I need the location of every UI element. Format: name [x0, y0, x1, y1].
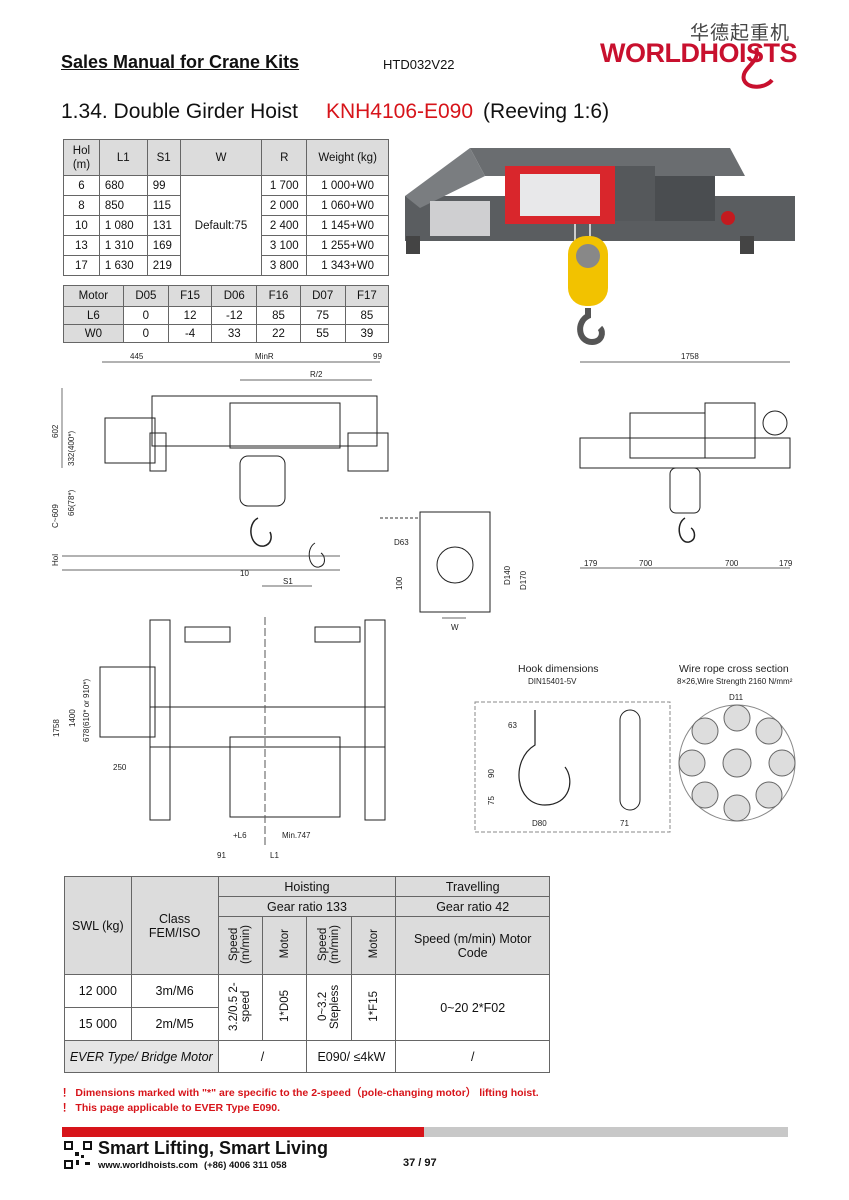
col-r: R — [261, 139, 308, 176]
model-code: KNH4106-E090 — [325, 100, 474, 123]
note-dimensions: ！ Dimensions marked with "*" are specifi… — [62, 1087, 539, 1099]
svg-text:Min.747: Min.747 — [282, 831, 311, 840]
col-weight: Weight (kg) — [306, 139, 389, 176]
svg-text:C~609: C~609 — [51, 504, 60, 528]
plan-view-drawing: 1758 1400 678(610* or 910*) 250 +L6 Min.… — [52, 617, 386, 860]
end-elevation-drawing: 1758 179 700 700 179 — [579, 352, 793, 569]
svg-text:1400: 1400 — [68, 709, 77, 727]
svg-text:D11: D11 — [729, 693, 744, 702]
svg-text:DIN15401-5V: DIN15401-5V — [528, 677, 577, 686]
svg-text:250: 250 — [113, 763, 127, 772]
svg-text:10: 10 — [240, 569, 249, 578]
w-default: Default:75 — [179, 175, 263, 276]
table-row: 15 000 2m/M5 — [64, 1007, 550, 1041]
svg-text:700: 700 — [639, 559, 653, 568]
svg-text:S1: S1 — [283, 577, 293, 586]
performance-table: SWL (kg) Class FEM/ISO Hoisting Travelli… — [64, 876, 550, 1073]
svg-text:332(400*): 332(400*) — [67, 431, 76, 466]
svg-text:678(610* or 910*): 678(610* or 910*) — [82, 679, 91, 742]
section-number-title: 1.34. Double Girder Hoist — [61, 100, 298, 123]
svg-text:90: 90 — [487, 769, 496, 778]
svg-text:MinR: MinR — [255, 352, 274, 361]
svg-text:179: 179 — [584, 559, 598, 568]
col-s1: S1 — [146, 139, 181, 176]
svg-text:100: 100 — [395, 576, 404, 590]
svg-text:1758: 1758 — [681, 352, 699, 361]
table-row: 17 1 630 219 3 800 1 343+W0 — [63, 255, 389, 276]
col-w: W — [179, 139, 263, 176]
page-number: 37 / 97 — [403, 1157, 437, 1169]
table-row: W0 0 -4 33 22 55 39 — [63, 324, 390, 343]
wheel-detail-drawing: D63 100 D140 D170 W — [380, 511, 528, 632]
svg-text:75: 75 — [487, 796, 496, 805]
footer-bar — [62, 1127, 788, 1137]
section-title: 1.34. Double Girder Hoist KNH4106-E090 (Re… — [61, 100, 609, 124]
footer-website[interactable]: www.worldhoists.com — [98, 1160, 198, 1171]
hoist-product-image — [405, 148, 795, 346]
logo-chinese-text: 华德起重机 — [690, 22, 791, 44]
qr-code-icon — [63, 1140, 93, 1170]
svg-text:Wire rope cross section: Wire rope cross section — [679, 663, 789, 675]
svg-text:D80: D80 — [532, 819, 547, 828]
svg-text:L1: L1 — [270, 851, 279, 860]
svg-text:Hook dimensions: Hook dimensions — [518, 663, 599, 675]
svg-text:91: 91 — [217, 851, 226, 860]
table-row: 12 000 3m/M6 3.2/0.5 2-speed 1*D05 0~3.2… — [64, 974, 550, 1041]
side-elevation-drawing: 445 MinR 99 R/2 602 332(400*) C~609 66(7… — [51, 352, 389, 587]
logo-swoosh-icon — [741, 47, 774, 89]
svg-text:700: 700 — [725, 559, 739, 568]
svg-text:66(78*): 66(78*) — [67, 489, 76, 516]
svg-text:71: 71 — [620, 819, 629, 828]
footer-contact: www.worldhoists.com (+86) 4006 311 058 — [98, 1160, 287, 1171]
manual-title: Sales Manual for Crane Kits — [61, 52, 300, 72]
wire-rope-drawing: Wire rope cross section 8×26,Wire Streng… — [677, 663, 796, 822]
worldhoists-logo: WORLDHOISTS — [600, 38, 798, 68]
col-hol: Hol (m) — [63, 139, 100, 176]
svg-text:R/2: R/2 — [310, 370, 323, 379]
svg-text:63: 63 — [508, 721, 517, 730]
svg-text:602: 602 — [51, 424, 60, 438]
table-row: 6 680 99 Default:75 1 700 1 000+W0 — [63, 175, 389, 276]
dimension-table: Hol (m) L1 S1 W R Weight (kg) 6 680 99 D… — [63, 139, 389, 276]
svg-text:445: 445 — [130, 352, 144, 361]
svg-text:D170: D170 — [519, 570, 528, 590]
table-row: EVER Type/ Bridge Motor / E090/ ≤4kW / — [64, 1040, 550, 1073]
svg-text:+L6: +L6 — [233, 831, 247, 840]
reeving-ratio: (Reeving 1:6) — [483, 100, 610, 123]
document-code: HTD032V22 — [383, 57, 455, 72]
svg-text:D140: D140 — [503, 565, 512, 585]
table-row: L6 0 12 -12 85 75 85 — [63, 306, 390, 325]
note-applicable: ！ This page applicable to EVER Type E090… — [62, 1102, 281, 1114]
svg-text:Hol: Hol — [51, 554, 60, 566]
footer-phone: (+86) 4006 311 058 — [203, 1160, 287, 1171]
svg-text:99: 99 — [373, 352, 382, 361]
motor-table: Motor D05 F15 D06 F16 D07 F17 L6 0 12 -1… — [63, 285, 390, 343]
col-l1: L1 — [98, 139, 148, 176]
svg-text:W: W — [451, 623, 459, 632]
svg-text:179: 179 — [779, 559, 793, 568]
svg-text:D63: D63 — [394, 538, 409, 547]
hook-dimensions-drawing: Hook dimensions DIN15401-5V 63 90 75 D80… — [474, 663, 671, 833]
table-row: 10 1 080 131 2 400 1 145+W0 — [63, 215, 389, 236]
svg-text:1758: 1758 — [52, 719, 61, 737]
svg-text:8×26,Wire Strength 2160 N/mm²: 8×26,Wire Strength 2160 N/mm² — [677, 677, 793, 686]
footer-slogan: Smart Lifting, Smart Living — [98, 1138, 329, 1158]
